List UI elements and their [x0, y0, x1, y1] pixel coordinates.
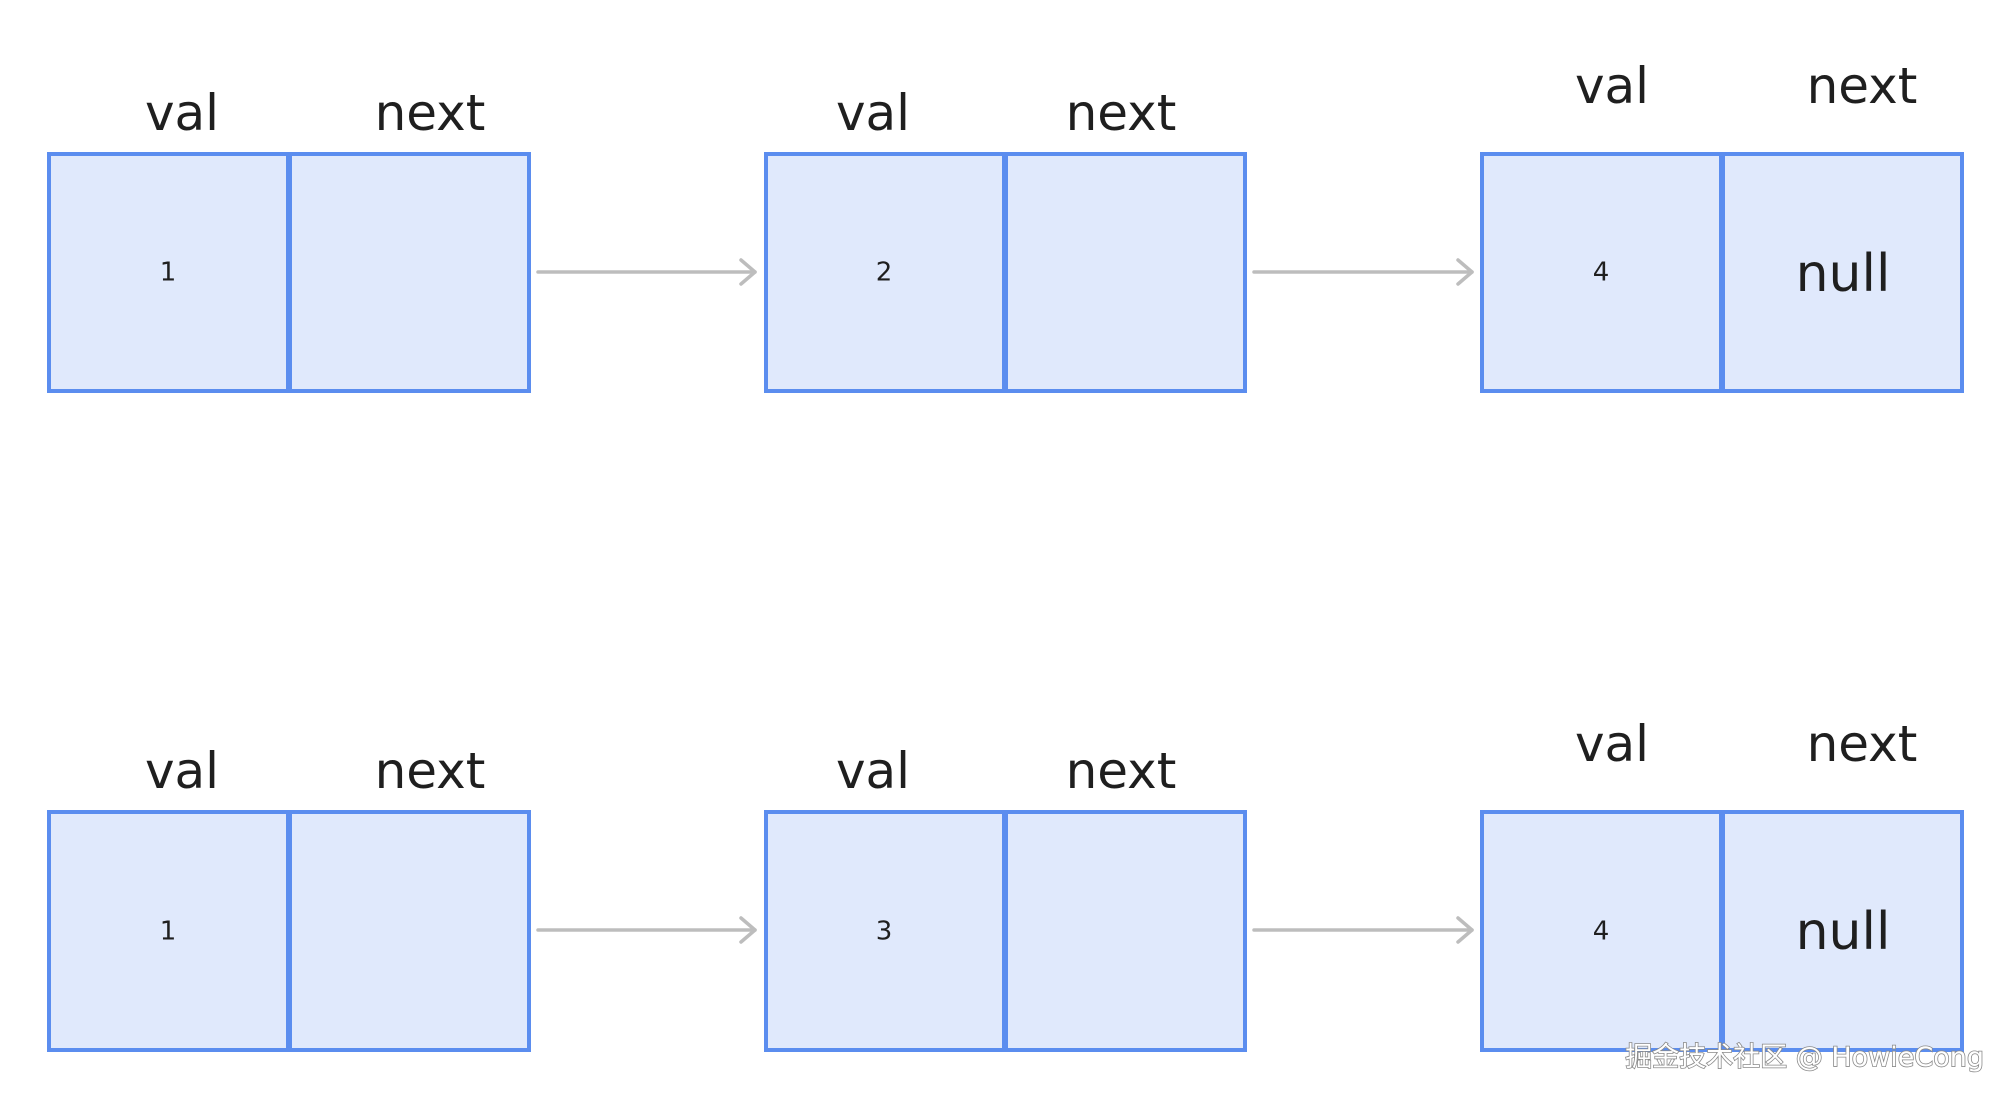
list-node: val next 3 [764, 742, 1247, 1052]
next-field-header: next [375, 742, 486, 800]
node-value: 2 [876, 258, 893, 288]
list-node: val next 2 [764, 84, 1247, 393]
next-cell [288, 810, 531, 1052]
val-field-header: val [836, 742, 910, 800]
list-node: val next 1 [47, 84, 531, 393]
val-cell [47, 152, 290, 393]
node-value: 4 [1593, 258, 1610, 288]
next-field-header: next [375, 84, 486, 142]
next-cell [1721, 810, 1964, 1052]
val-cell [1480, 152, 1723, 393]
list-node: val next 1 [47, 742, 531, 1052]
linked-list-2: val next 1 val next 3 val [47, 715, 1964, 1052]
val-field-header: val [836, 84, 910, 142]
node-value: 4 [1593, 917, 1610, 947]
val-field-header: val [1575, 715, 1649, 773]
node-value: 1 [160, 258, 177, 288]
val-cell [764, 810, 1006, 1052]
next-cell [1004, 152, 1247, 393]
val-field-header: val [145, 84, 219, 142]
node-value: 1 [160, 917, 177, 947]
next-cell [1721, 152, 1964, 393]
list-node: val next 4 null [1480, 57, 1964, 393]
node-next-value: null [1796, 902, 1891, 962]
next-field-header: next [1807, 57, 1918, 115]
next-pointer-arrow [536, 258, 757, 286]
next-field-header: next [1066, 742, 1177, 800]
linked-list-1: val next 1 val next 2 val [47, 57, 1964, 393]
next-pointer-arrow [1252, 916, 1474, 944]
node-value: 3 [876, 917, 893, 947]
next-cell [288, 152, 531, 393]
val-field-header: val [1575, 57, 1649, 115]
list-node: val next 4 null [1480, 715, 1964, 1052]
watermark-text: 掘金技术社区 @ HowieCong [1625, 1042, 1984, 1073]
next-pointer-arrow [1252, 258, 1474, 286]
next-cell [1004, 810, 1247, 1052]
val-cell [764, 152, 1006, 393]
val-field-header: val [145, 742, 219, 800]
next-field-header: next [1807, 715, 1918, 773]
node-next-value: null [1796, 244, 1891, 304]
next-field-header: next [1066, 84, 1177, 142]
next-pointer-arrow [536, 916, 757, 944]
